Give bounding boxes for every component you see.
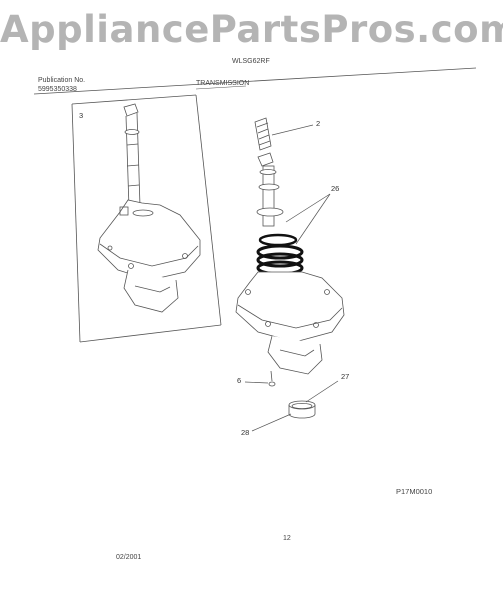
callout-2: 2 <box>316 119 321 128</box>
callout-6: 6 <box>237 376 242 385</box>
leader-lines <box>244 124 339 432</box>
inset-box <box>71 94 222 343</box>
page-number: 12 <box>283 535 291 542</box>
main-transmission <box>235 271 345 375</box>
callout-27: 27 <box>341 372 350 381</box>
seal-stack <box>256 233 304 276</box>
watermark-logo: AppliancePartsPros.com <box>0 8 503 51</box>
section-title-underline <box>195 85 247 90</box>
publication-label: Publication No. <box>38 77 86 84</box>
publication-date: 02/2001 <box>116 554 142 561</box>
model-number: WLSG62RF <box>232 58 270 65</box>
callout-26: 26 <box>331 184 340 193</box>
exploded-shaft <box>256 152 284 227</box>
publication-number: 5995350338 <box>38 86 77 93</box>
spline-part <box>254 117 272 151</box>
bushing-part <box>288 400 316 419</box>
diagram-code: P17M0010 <box>396 487 433 496</box>
callout-28: 28 <box>241 428 250 437</box>
inset-transmission <box>97 103 201 313</box>
callout-3: 3 <box>79 111 84 120</box>
screw-part <box>268 370 276 387</box>
header-rule <box>33 67 477 95</box>
section-title: TRANSMISSION <box>196 80 250 87</box>
